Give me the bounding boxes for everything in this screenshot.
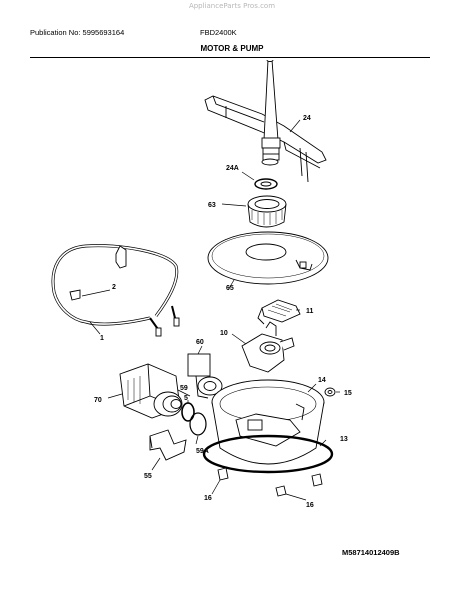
o-ring-5[interactable] [181, 402, 195, 422]
callout-60: 60 [196, 339, 204, 346]
callout-70: 70 [94, 397, 102, 404]
callout-63: 63 [208, 202, 216, 209]
exploded-parts-diagram: 24 24A 63 65 2 1 11 10 60 70 59 5 59A 55… [51, 60, 352, 509]
foot-16-right-a[interactable] [275, 485, 287, 497]
callout-1: 1 [100, 335, 104, 342]
sump-assembly[interactable] [211, 379, 325, 465]
seal-ring-24a[interactable] [254, 178, 278, 190]
publication-number: Publication No: 5995693164 [30, 28, 125, 37]
watermark: ApplianceParts Pros.com [188, 2, 276, 10]
callout-16-right: 16 [306, 502, 314, 509]
callout-13: 13 [340, 436, 348, 443]
bracket-11[interactable] [257, 299, 301, 325]
callout-2: 2 [112, 284, 116, 291]
header-rule [30, 57, 430, 58]
foot-16-right-b[interactable] [311, 473, 323, 487]
callout-59: 59 [180, 385, 188, 392]
callout-5: 5 [184, 395, 188, 402]
callout-15: 15 [344, 390, 352, 397]
gasket-59a[interactable] [189, 412, 207, 436]
callout-55: 55 [144, 473, 152, 480]
callout-24: 24 [303, 115, 311, 122]
grommet-15[interactable] [324, 387, 336, 397]
callout-11: 11 [306, 308, 314, 315]
document-number: M58714012409B [342, 548, 400, 557]
motor-bracket[interactable] [149, 429, 187, 461]
callout-10: 10 [220, 330, 228, 337]
spray-arm[interactable] [204, 60, 327, 183]
callout-24a: 24A [226, 165, 239, 172]
drain-pump[interactable] [187, 353, 223, 399]
callout-14: 14 [318, 377, 326, 384]
model-number: FBD2400K [200, 28, 237, 37]
element-bracket[interactable] [69, 245, 127, 301]
leader-lines [81, 119, 340, 501]
callout-59a: 59A [196, 448, 209, 455]
filter-cup[interactable] [247, 195, 287, 228]
sump-gasket[interactable] [202, 434, 334, 474]
pump-housing[interactable] [241, 321, 295, 373]
wash-motor[interactable] [119, 363, 183, 419]
foot-16-left[interactable] [217, 467, 229, 481]
callout-65: 65 [226, 285, 234, 292]
callout-16-left: 16 [204, 495, 212, 502]
filter-plate[interactable] [207, 231, 329, 285]
diagram-title: MOTOR & PUMP [200, 44, 264, 53]
